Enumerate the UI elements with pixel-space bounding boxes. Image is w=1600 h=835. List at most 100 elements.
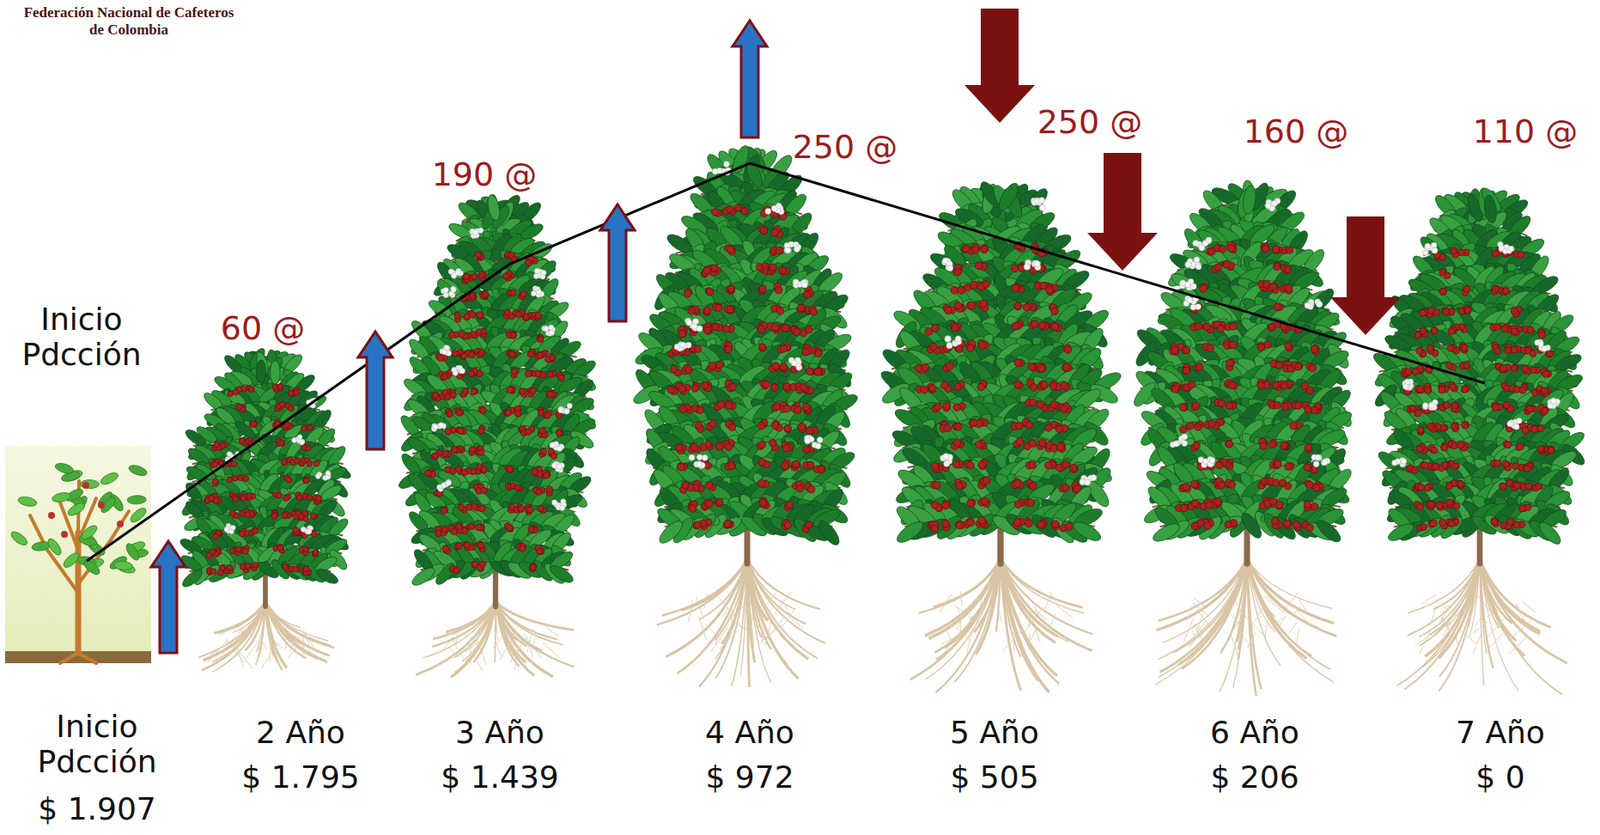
coffee-flower bbox=[535, 289, 542, 295]
coffee-cherry bbox=[463, 273, 470, 280]
coffee-cherry bbox=[527, 351, 534, 358]
coffee-cherry bbox=[544, 412, 551, 419]
coffee-flower bbox=[443, 292, 449, 298]
coffee-tree bbox=[396, 192, 599, 677]
coffee-cherry bbox=[244, 511, 251, 518]
coffee-cherry bbox=[511, 368, 518, 375]
coffee-cherry bbox=[524, 370, 531, 377]
coffee-flower bbox=[566, 402, 572, 408]
coffee-cherry bbox=[478, 349, 485, 356]
root bbox=[470, 645, 472, 665]
coffee-cherry bbox=[540, 448, 547, 455]
coffee-cherry bbox=[277, 383, 284, 390]
coffee-flower bbox=[440, 482, 446, 488]
coffee-cherry bbox=[252, 528, 259, 535]
coffee-cherry bbox=[238, 438, 245, 445]
seedling-leaf bbox=[127, 494, 147, 505]
coffee-cherry bbox=[303, 565, 310, 572]
coffee-cherry bbox=[529, 387, 536, 394]
coffee-cherry bbox=[454, 312, 461, 319]
coffee-cherry bbox=[306, 460, 313, 467]
coffee-cherry bbox=[524, 428, 531, 435]
coffee-cherry bbox=[210, 568, 217, 575]
coffee-cherry bbox=[529, 564, 536, 571]
coffee-cherry bbox=[300, 444, 307, 451]
coffee-cherry bbox=[293, 389, 300, 396]
coffee-cherry bbox=[252, 561, 259, 568]
coffee-cherry bbox=[457, 504, 464, 511]
coffee-cherry bbox=[280, 459, 287, 466]
coffee-cherry bbox=[510, 289, 517, 296]
seedling-fruit bbox=[82, 481, 90, 489]
coffee-flower bbox=[306, 529, 312, 535]
coffee-cherry bbox=[515, 310, 522, 317]
coffee-cherry bbox=[285, 476, 293, 483]
coffee-flower bbox=[226, 451, 232, 457]
coffee-cherry bbox=[508, 351, 515, 358]
coffee-flower bbox=[450, 286, 457, 293]
coffee-cherry bbox=[226, 565, 233, 572]
coffee-flower bbox=[552, 499, 558, 505]
coffee-cherry bbox=[535, 488, 542, 495]
coffee-flower bbox=[473, 229, 479, 235]
coffee-tree bbox=[177, 346, 353, 672]
coffee-cherry bbox=[523, 313, 530, 320]
coffee-cherry bbox=[212, 478, 219, 485]
coffee-cherry bbox=[547, 371, 554, 378]
coffee-cherry bbox=[235, 546, 242, 553]
coffee-cherry bbox=[425, 469, 432, 476]
coffee-cherry bbox=[435, 529, 442, 536]
coffee-cherry bbox=[535, 370, 542, 377]
coffee-cherry bbox=[444, 394, 451, 401]
coffee-flower bbox=[224, 527, 230, 533]
coffee-cherry bbox=[232, 496, 239, 503]
coffee-cherry bbox=[450, 528, 457, 535]
coffee-cherry bbox=[537, 504, 544, 512]
coffee-flower bbox=[530, 290, 536, 296]
coffee-cherry bbox=[468, 370, 475, 377]
coffee-cherry bbox=[550, 452, 557, 459]
coffee-cherry bbox=[279, 401, 286, 408]
coffee-cherry bbox=[278, 439, 285, 446]
coffee-cherry bbox=[212, 461, 219, 468]
coffee-cherry bbox=[283, 495, 290, 502]
coffee-cherry bbox=[240, 495, 247, 502]
coffee-cherry bbox=[480, 466, 487, 473]
coffee-cherry bbox=[250, 420, 257, 427]
coffee-cherry bbox=[514, 484, 521, 491]
coffee-cherry bbox=[506, 524, 513, 531]
coffee-flower bbox=[549, 442, 555, 448]
coffee-flower bbox=[556, 463, 562, 469]
coffee-cherry bbox=[506, 386, 513, 393]
coffee-flower bbox=[543, 326, 549, 332]
coffee-flower bbox=[450, 273, 457, 279]
coffee-cherry bbox=[315, 495, 322, 502]
coffee-cherry bbox=[236, 404, 243, 411]
coffee-flower bbox=[292, 438, 298, 444]
coffee-cherry bbox=[431, 392, 439, 399]
coffee-cherry bbox=[474, 251, 481, 258]
coffee-cherry bbox=[476, 311, 483, 318]
coffee-cherry bbox=[229, 510, 236, 517]
coffee-cherry bbox=[271, 512, 278, 519]
coffee-cherry bbox=[312, 549, 319, 556]
coffee-cherry bbox=[471, 560, 478, 567]
coffee-flower bbox=[445, 480, 451, 486]
coffee-cherry bbox=[275, 492, 282, 499]
coffee-cherry bbox=[287, 390, 294, 397]
coffee-cherry bbox=[535, 312, 542, 319]
coffee-cherry bbox=[437, 354, 444, 361]
coffee-flower bbox=[541, 269, 547, 275]
coffee-cherry bbox=[536, 547, 543, 554]
coffee-cherry bbox=[441, 526, 448, 533]
coffee-cherry bbox=[547, 391, 554, 398]
coffee-tree bbox=[631, 143, 860, 688]
coffee-cherry bbox=[292, 565, 299, 572]
coffee-flower bbox=[432, 424, 439, 430]
coffee-flower bbox=[438, 422, 445, 428]
leaf bbox=[269, 360, 280, 385]
coffee-flower bbox=[548, 324, 554, 330]
coffee-cherry bbox=[456, 409, 463, 416]
coffee-cherry bbox=[508, 251, 515, 258]
coffee-cherry bbox=[446, 410, 453, 417]
